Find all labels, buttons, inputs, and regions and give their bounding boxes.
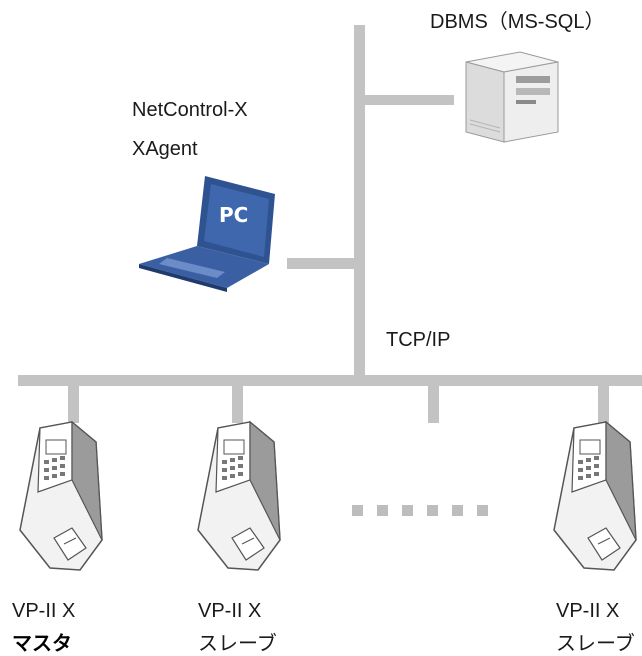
backbone-vertical-line: [354, 25, 365, 380]
pc-screen-text: PC: [219, 203, 248, 227]
terminal-role-label: スレーブ: [556, 633, 635, 655]
fingerprint-terminal-icon: [553, 420, 637, 571]
terminal-model-label: VP-II X: [556, 600, 620, 622]
dbms-label: DBMS（MS-SQL）: [430, 11, 605, 33]
more-terminals-ellipsis: [352, 505, 488, 516]
netcontrol-label: NetControl-X: [132, 99, 248, 121]
fingerprint-terminal-icon: [197, 420, 281, 571]
terminal-role-label: スレーブ: [198, 633, 277, 655]
lan-horizontal-line: [18, 375, 642, 386]
server-branch-line: [362, 95, 454, 105]
fingerprint-terminal-icon: [19, 420, 103, 571]
terminal-drop-line-2: [232, 383, 243, 423]
terminal-role-label: マスタ: [12, 633, 72, 655]
terminal-drop-line-4: [598, 383, 609, 423]
network-protocol-label: TCP/IP: [386, 329, 451, 351]
pc-branch-line: [287, 258, 359, 269]
server-icon: [465, 51, 559, 143]
terminal-drop-line-1: [68, 383, 79, 423]
terminal-model-label: VP-II X: [12, 600, 76, 622]
terminal-drop-line-3: [428, 383, 439, 423]
terminal-model-label: VP-II X: [198, 600, 262, 622]
laptop-icon: PC: [139, 176, 275, 292]
xagent-label: XAgent: [132, 138, 198, 160]
